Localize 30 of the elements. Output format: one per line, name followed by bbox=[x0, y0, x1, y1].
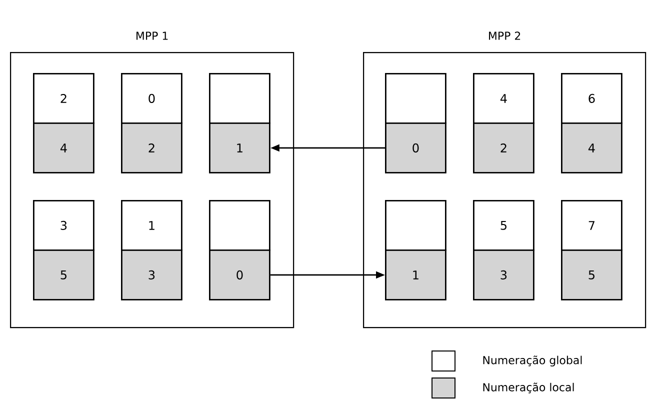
global-index-cell: 2 bbox=[33, 73, 94, 124]
empty-cell bbox=[385, 73, 446, 124]
global-index-cell: 6 bbox=[561, 73, 622, 124]
local-index-cell: 4 bbox=[561, 122, 622, 174]
local-index-cell: 0 bbox=[209, 250, 270, 300]
local-index-cell: 3 bbox=[473, 250, 534, 300]
local-index-cell: 4 bbox=[33, 122, 94, 174]
local-index-cell: 0 bbox=[385, 122, 446, 174]
processor-box bbox=[10, 32, 294, 328]
container-heading: MPP 1 bbox=[136, 32, 168, 40]
legend-label: Numeração global bbox=[483, 356, 582, 366]
empty-cell bbox=[209, 73, 270, 124]
global-index-cell: 4 bbox=[473, 73, 534, 124]
local-index-cell: 1 bbox=[385, 250, 446, 300]
global-index-cell: 3 bbox=[33, 200, 94, 251]
local-index-cell: 2 bbox=[473, 122, 534, 174]
global-index-cell: 1 bbox=[121, 200, 182, 251]
local-index-cell: 3 bbox=[121, 250, 182, 300]
global-index-cell: 0 bbox=[121, 73, 182, 124]
local-index-cell: 2 bbox=[121, 122, 182, 174]
processor-box bbox=[363, 32, 646, 328]
local-index-cell: 5 bbox=[561, 250, 622, 300]
legend-label: Numeração local bbox=[483, 382, 574, 394]
global-index-cell: 7 bbox=[561, 200, 622, 251]
local-index-cell: 1 bbox=[209, 122, 270, 174]
empty-cell bbox=[209, 200, 270, 251]
global-index-cell: 5 bbox=[473, 200, 534, 251]
container-heading: MPP 2 bbox=[489, 32, 520, 40]
local-index-cell: 5 bbox=[33, 250, 94, 300]
empty-cell bbox=[385, 200, 446, 251]
